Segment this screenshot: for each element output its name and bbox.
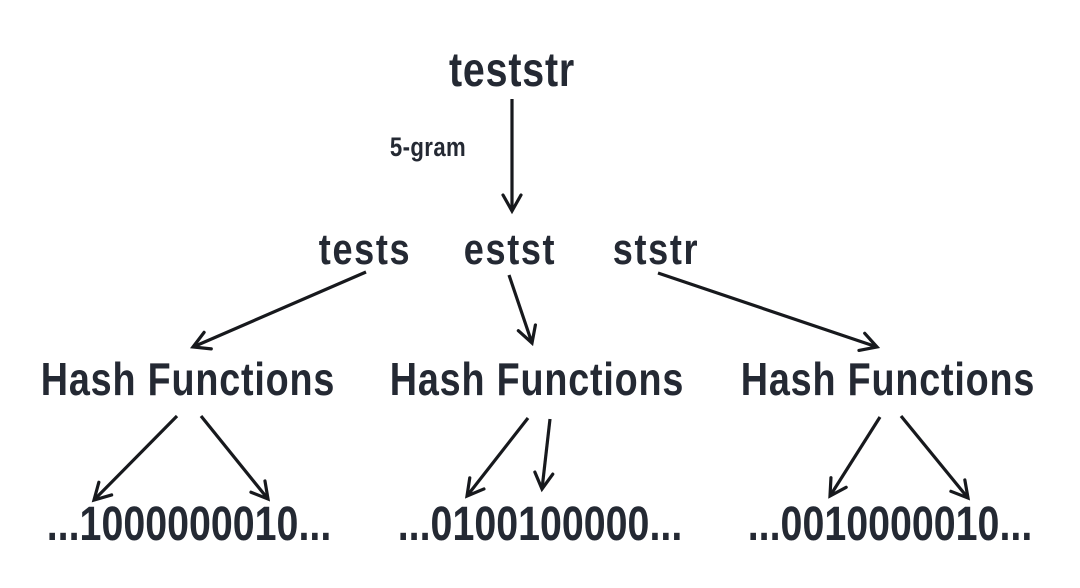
arrow-ststr-to-hash xyxy=(657,271,881,353)
bit-array-label-1: ...1000000010... xyxy=(46,498,332,551)
ngram-label-tests: tests xyxy=(318,225,412,274)
arrow-hash1-to-bit-left xyxy=(91,414,179,503)
arrow-tests-to-hash xyxy=(190,270,367,351)
hash-functions-label-2: Hash Functions xyxy=(389,353,685,405)
ngram-label-ststr: ststr xyxy=(612,225,700,274)
root-string-label: teststr xyxy=(448,44,576,97)
arrow-hash3-to-bit-left xyxy=(828,416,882,499)
bit-array-label-2: ...0100100000... xyxy=(397,498,683,551)
arrow-hash2-to-bit-right xyxy=(533,418,555,493)
arrow-hash1-to-bit-right xyxy=(199,414,271,502)
bit-array-label-3: ...0010000010... xyxy=(747,498,1033,551)
arrow-hash3-to-bit-right xyxy=(899,414,971,501)
hash-functions-label-3: Hash Functions xyxy=(740,353,1036,405)
hash-functions-label-1: Hash Functions xyxy=(40,353,336,405)
arrow-estst-to-hash xyxy=(507,274,537,347)
arrow-hash2-to-bit-left xyxy=(464,417,530,499)
ngram-edge-label: 5-gram xyxy=(389,132,467,162)
ngram-label-estst: estst xyxy=(463,225,557,274)
